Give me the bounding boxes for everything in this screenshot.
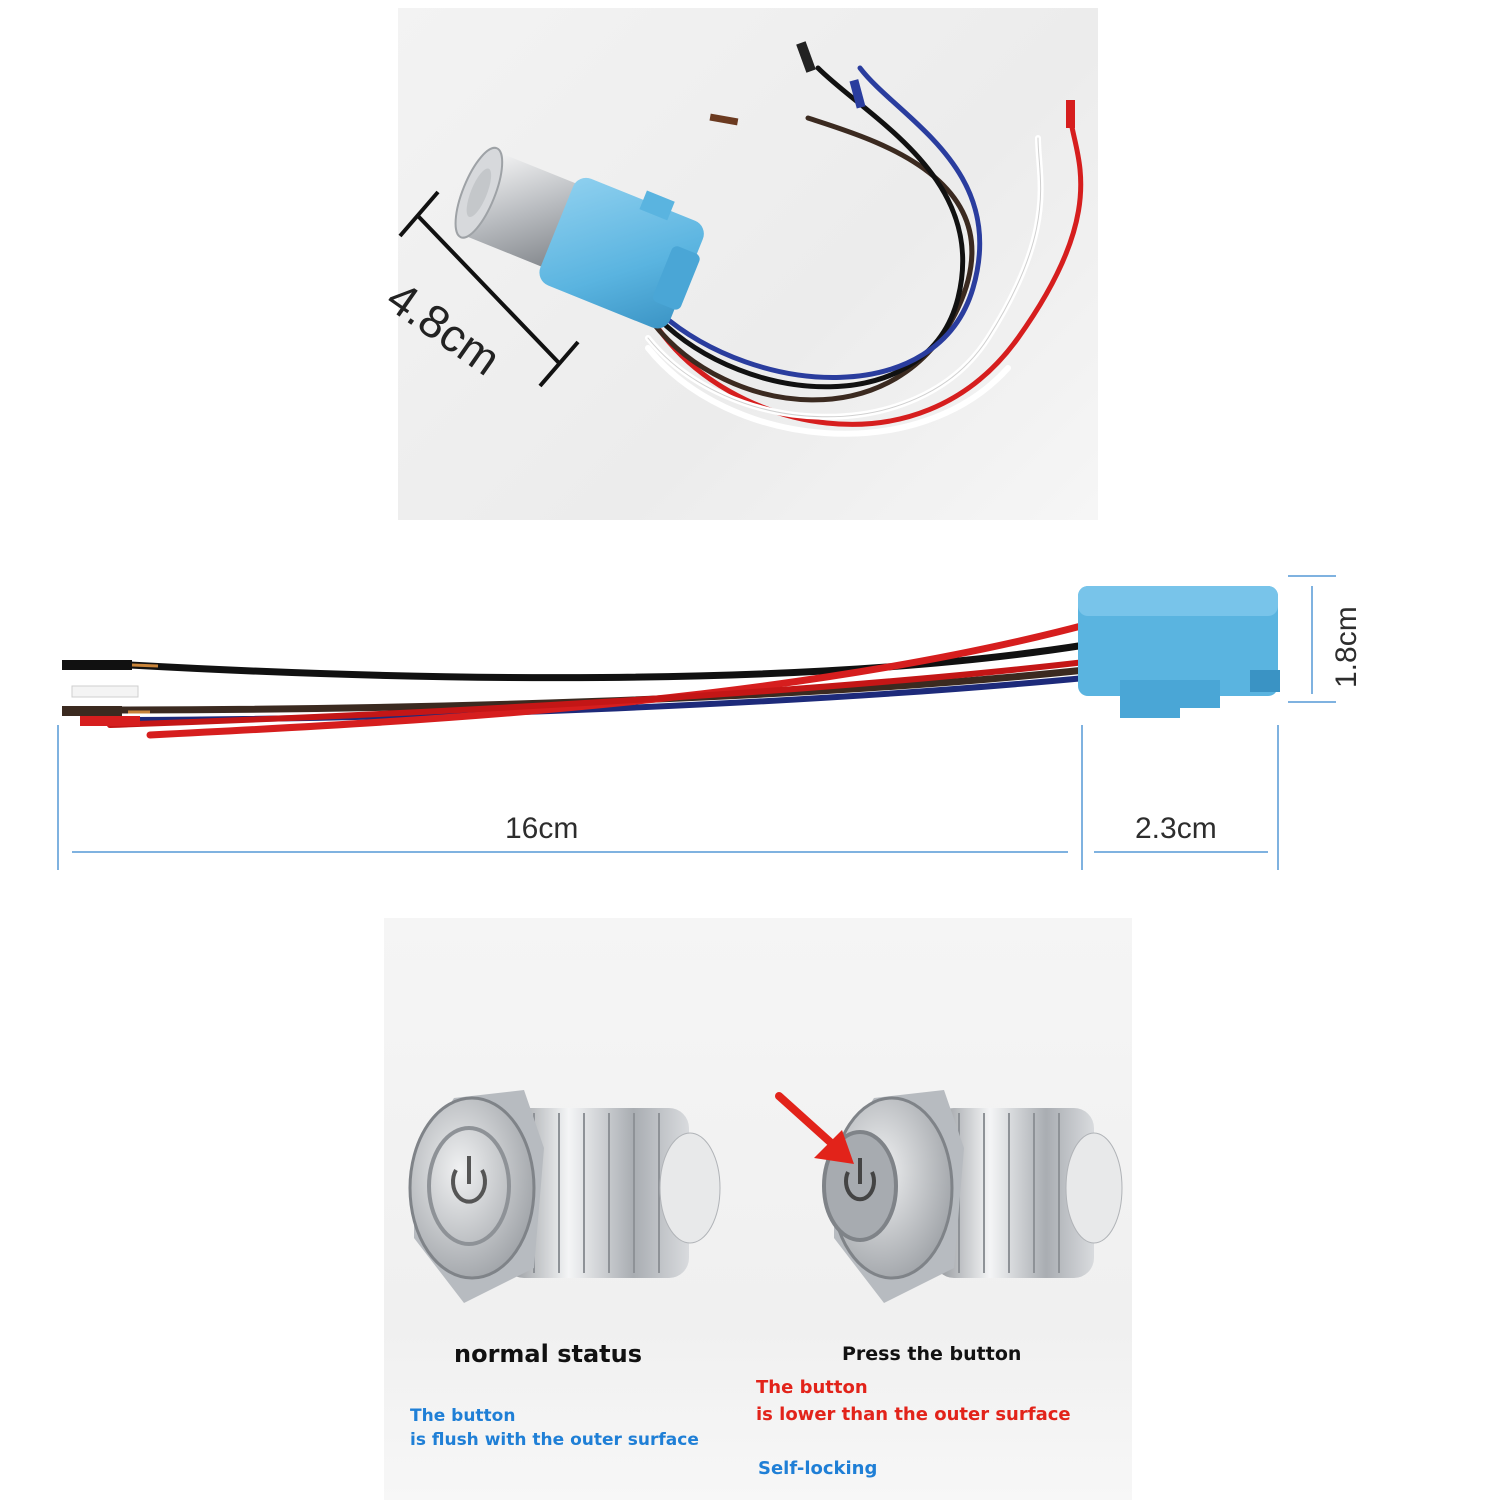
normal-description-line2: is flush with the outer surface <box>410 1430 699 1450</box>
red-arrow-icon <box>775 1092 854 1164</box>
power-icon-pressed <box>844 1171 876 1202</box>
copper-strand <box>131 663 159 668</box>
wire-length-label: 16cm <box>505 812 579 845</box>
button-state-illustrations <box>408 1090 1123 1303</box>
switch-body <box>454 146 704 329</box>
wire-tip-red <box>1066 100 1075 128</box>
side-connector <box>1078 586 1280 718</box>
side-view-illustration <box>57 575 1336 870</box>
wire-tip-black <box>796 41 816 73</box>
side-wire-bundle <box>97 621 1089 739</box>
pressed-button-image <box>775 1090 1123 1303</box>
switch-harness-photo: 4.8cm <box>378 8 1098 520</box>
side-tip-black <box>62 660 132 670</box>
self-locking-note: Self-locking <box>758 1458 878 1479</box>
normal-status-title: normal status <box>454 1340 642 1368</box>
dimension-lines <box>57 575 1336 870</box>
power-icon-normal <box>451 1169 487 1204</box>
wire-tip-blue <box>849 79 866 109</box>
press-button-title: Press the button <box>842 1343 1022 1365</box>
side-view-dimensions: 16cm 2.3cm 1.8cm <box>0 530 1500 910</box>
connector-height-label: 1.8cm <box>1330 606 1363 688</box>
pressed-description-line2: is lower than the outer surface <box>756 1404 1071 1425</box>
wire-bundle <box>645 65 1084 437</box>
length-dimension-line <box>398 190 580 388</box>
pressed-description-line1: The button <box>756 1377 868 1398</box>
side-tip-red <box>80 716 140 726</box>
normal-description-line1: The button <box>410 1406 516 1426</box>
switch-harness-illustration <box>398 41 1084 437</box>
normal-button-image <box>408 1090 721 1303</box>
wire-tip-brown <box>709 113 739 126</box>
connector-length-label: 2.3cm <box>1135 812 1217 845</box>
side-tip-brown <box>62 706 122 716</box>
button-state-comparison: normal status Press the button The butto… <box>384 918 1132 1500</box>
side-tip-white <box>71 685 139 698</box>
